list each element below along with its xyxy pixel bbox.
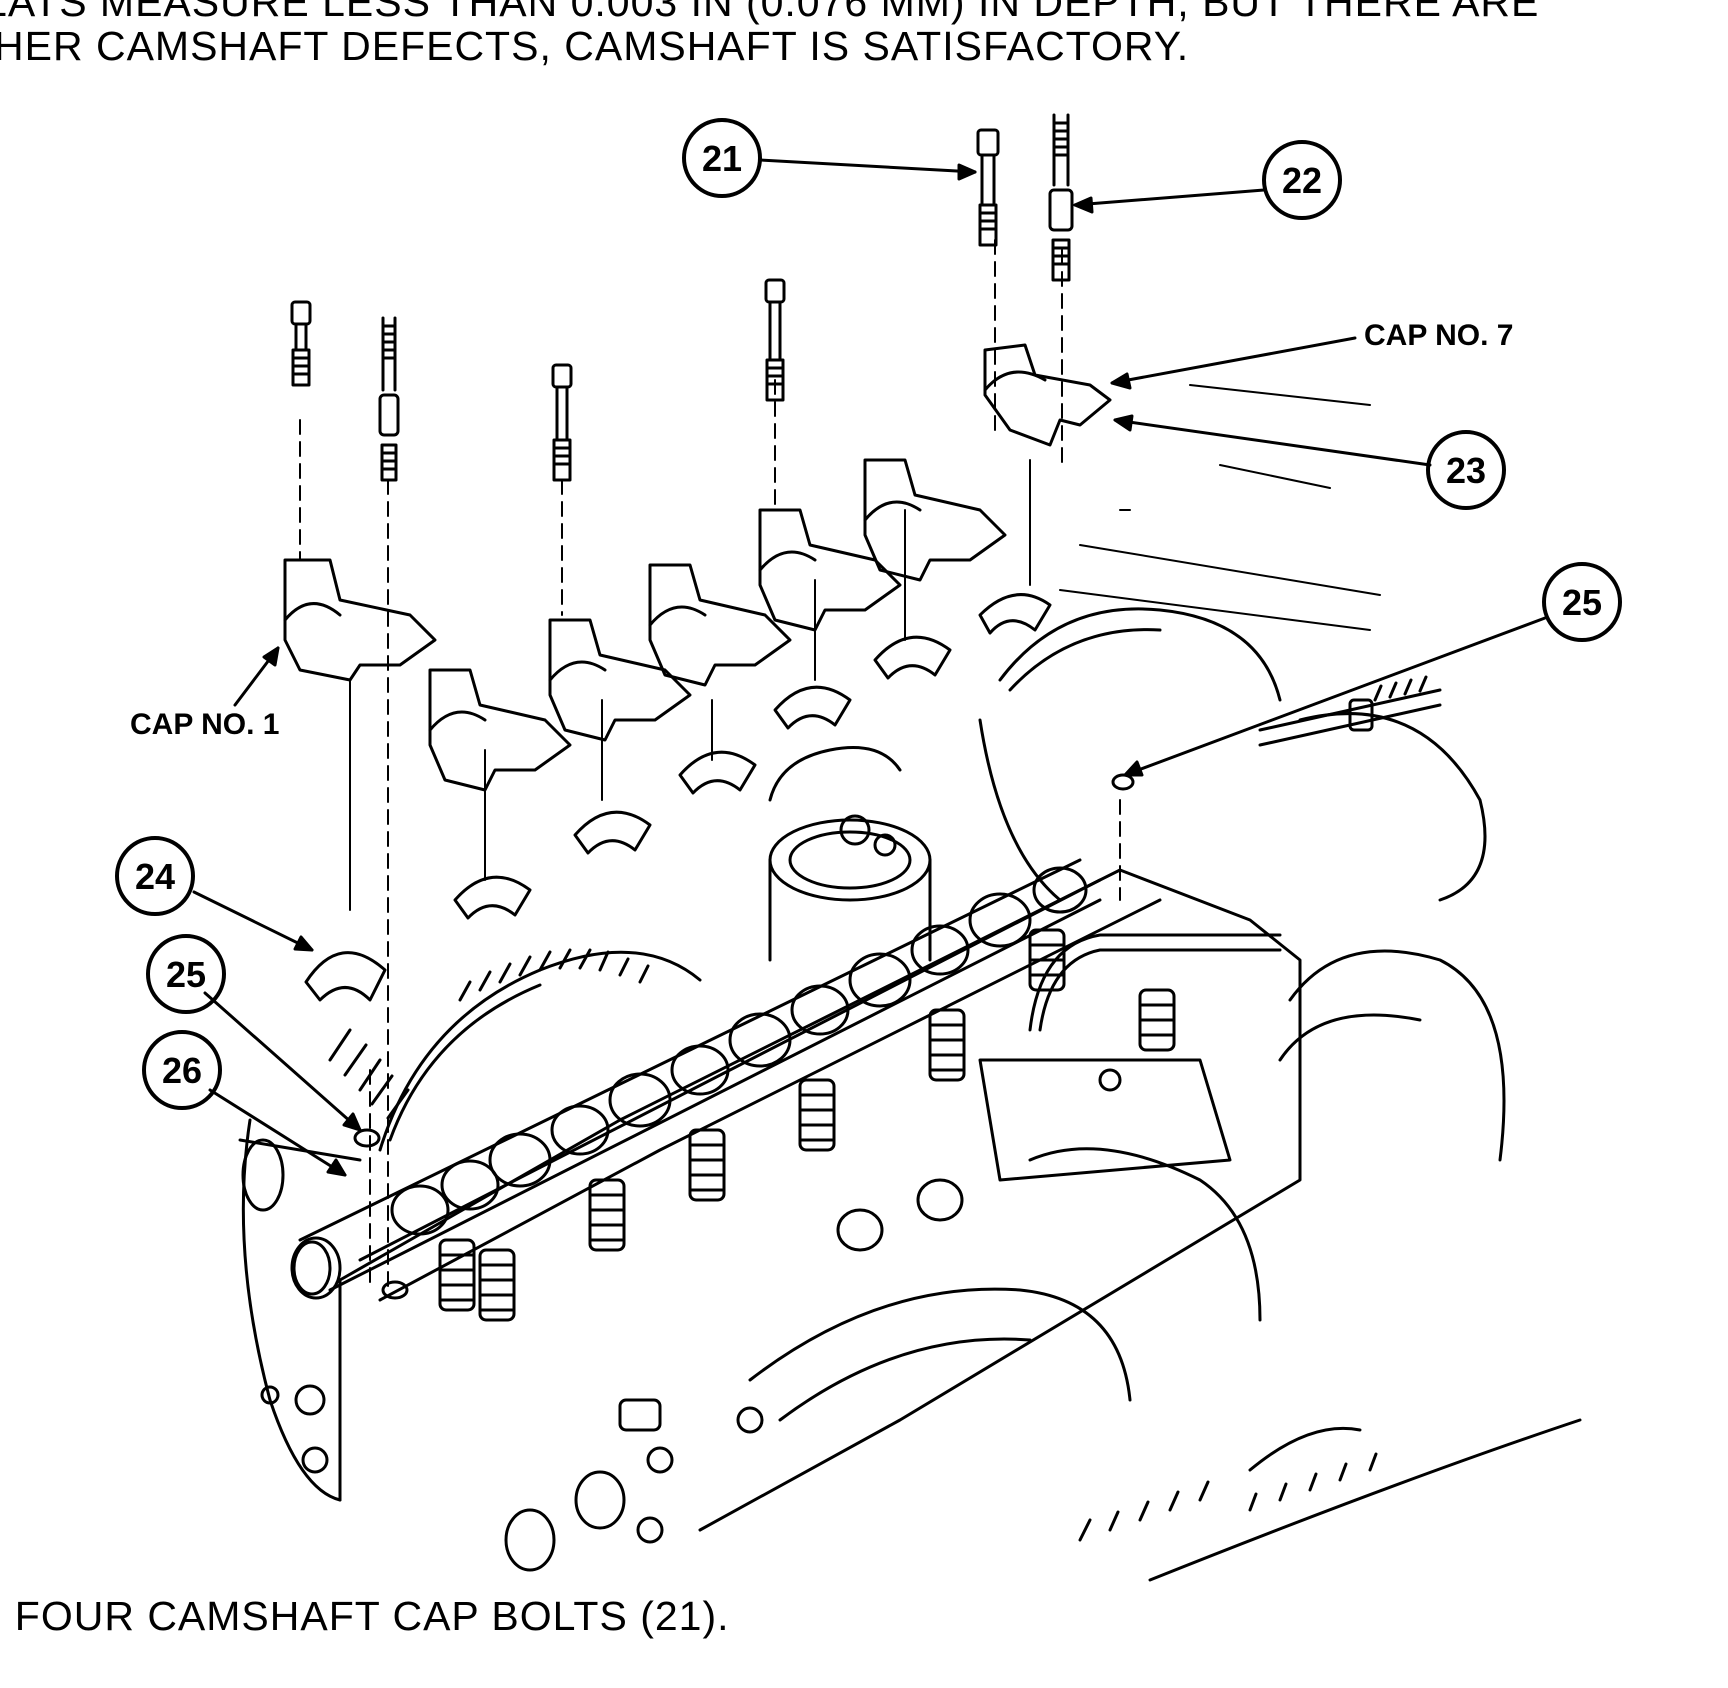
callout-24: 24	[135, 856, 175, 897]
injection-pipe	[978, 933, 1282, 1182]
bearing-caps	[283, 343, 1112, 792]
label-cap-no-7: CAP NO. 7	[1364, 319, 1514, 352]
instruction-text-top-1: FLATS MEASURE LESS THAN 0.003 IN (0.076 …	[0, 0, 1540, 25]
callout-22: 22	[1282, 160, 1322, 201]
manifold-ports	[504, 1178, 964, 1572]
flywheel	[978, 607, 1282, 902]
washer-right	[1111, 675, 1442, 791]
intake-manifold	[748, 712, 1582, 1582]
engine-block	[238, 868, 1302, 1532]
callout-25-right: 25	[1562, 582, 1602, 623]
callout-21: 21	[702, 138, 742, 179]
callout-23: 23	[1446, 450, 1486, 491]
timing-gear	[328, 948, 702, 1152]
washer-left	[353, 1128, 409, 1300]
cap-bolts	[290, 113, 1074, 482]
bearing-inserts	[304, 593, 1052, 1002]
centerlines	[299, 239, 1121, 1291]
callout-25-left: 25	[166, 954, 206, 995]
shading-lines	[1059, 384, 1381, 631]
leader-lines	[192, 158, 1547, 1177]
guide-lines	[349, 459, 1031, 911]
oil-filter	[768, 746, 932, 962]
instruction-text-top-2: HER CAMSHAFT DEFECTS, CAMSHAFT IS SATISF…	[0, 23, 1190, 69]
callout-26: 26	[162, 1050, 202, 1091]
camshaft	[292, 858, 1102, 1296]
label-cap-no-1: CAP NO. 1	[130, 708, 280, 741]
callout-circles	[115, 118, 1622, 1110]
instruction-text-bottom: . FOUR CAMSHAFT CAP BOLTS (21).	[0, 1593, 730, 1639]
